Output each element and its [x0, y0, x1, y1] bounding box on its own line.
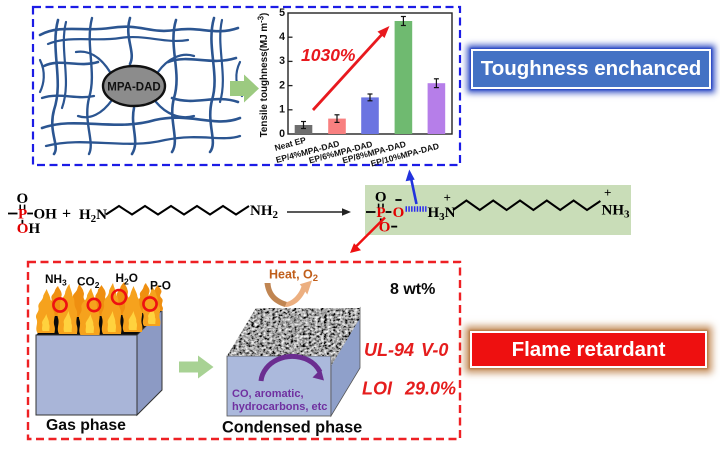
- svg-text:Heat, O2: Heat, O2: [269, 268, 318, 285]
- svg-text:H2O: H2O: [116, 271, 138, 287]
- svg-text:1030%: 1030%: [301, 45, 356, 65]
- svg-text:LOI: LOI: [362, 379, 393, 399]
- svg-text:P: P: [18, 207, 27, 223]
- svg-text:O: O: [379, 219, 391, 235]
- svg-text:NH3: NH3: [45, 272, 67, 288]
- svg-text:UL-94: UL-94: [364, 340, 414, 360]
- svg-text:H3N: H3N: [428, 205, 456, 223]
- svg-text:2: 2: [279, 79, 285, 91]
- svg-text:O: O: [393, 205, 405, 221]
- svg-text:NH2: NH2: [250, 203, 279, 221]
- svg-text:OH: OH: [17, 221, 41, 237]
- svg-text:CO2: CO2: [77, 275, 100, 291]
- svg-text:8 wt%: 8 wt%: [390, 281, 435, 298]
- svg-text:OH: OH: [34, 207, 58, 223]
- svg-text:MPA-DAD: MPA-DAD: [107, 82, 160, 94]
- svg-text:+: +: [604, 185, 611, 200]
- svg-text:3: 3: [279, 55, 285, 67]
- svg-text:4: 4: [279, 31, 285, 43]
- svg-text:CO, aromatic,: CO, aromatic,: [232, 388, 304, 400]
- svg-text:H2N: H2N: [79, 207, 107, 225]
- svg-text:hydrocarbons, etc: hydrocarbons, etc: [232, 401, 327, 413]
- svg-text:Tensile toughness(MJ m-3): Tensile toughness(MJ m-3): [257, 13, 271, 138]
- svg-text:O: O: [375, 190, 387, 206]
- svg-text:P-O: P-O: [150, 279, 171, 293]
- svg-text:V-0: V-0: [421, 340, 448, 360]
- svg-text:0: 0: [279, 128, 285, 140]
- svg-text:5: 5: [279, 7, 285, 19]
- svg-text:29.0%: 29.0%: [404, 379, 456, 399]
- svg-text:O: O: [16, 191, 28, 207]
- svg-text:P: P: [376, 205, 385, 221]
- svg-text:NH3: NH3: [602, 203, 631, 221]
- svg-text:Condensed phase: Condensed phase: [222, 419, 362, 437]
- svg-text:+: +: [62, 206, 71, 223]
- svg-text:Gas phase: Gas phase: [46, 417, 126, 434]
- svg-text:+: +: [444, 190, 451, 205]
- svg-text:1: 1: [279, 104, 285, 116]
